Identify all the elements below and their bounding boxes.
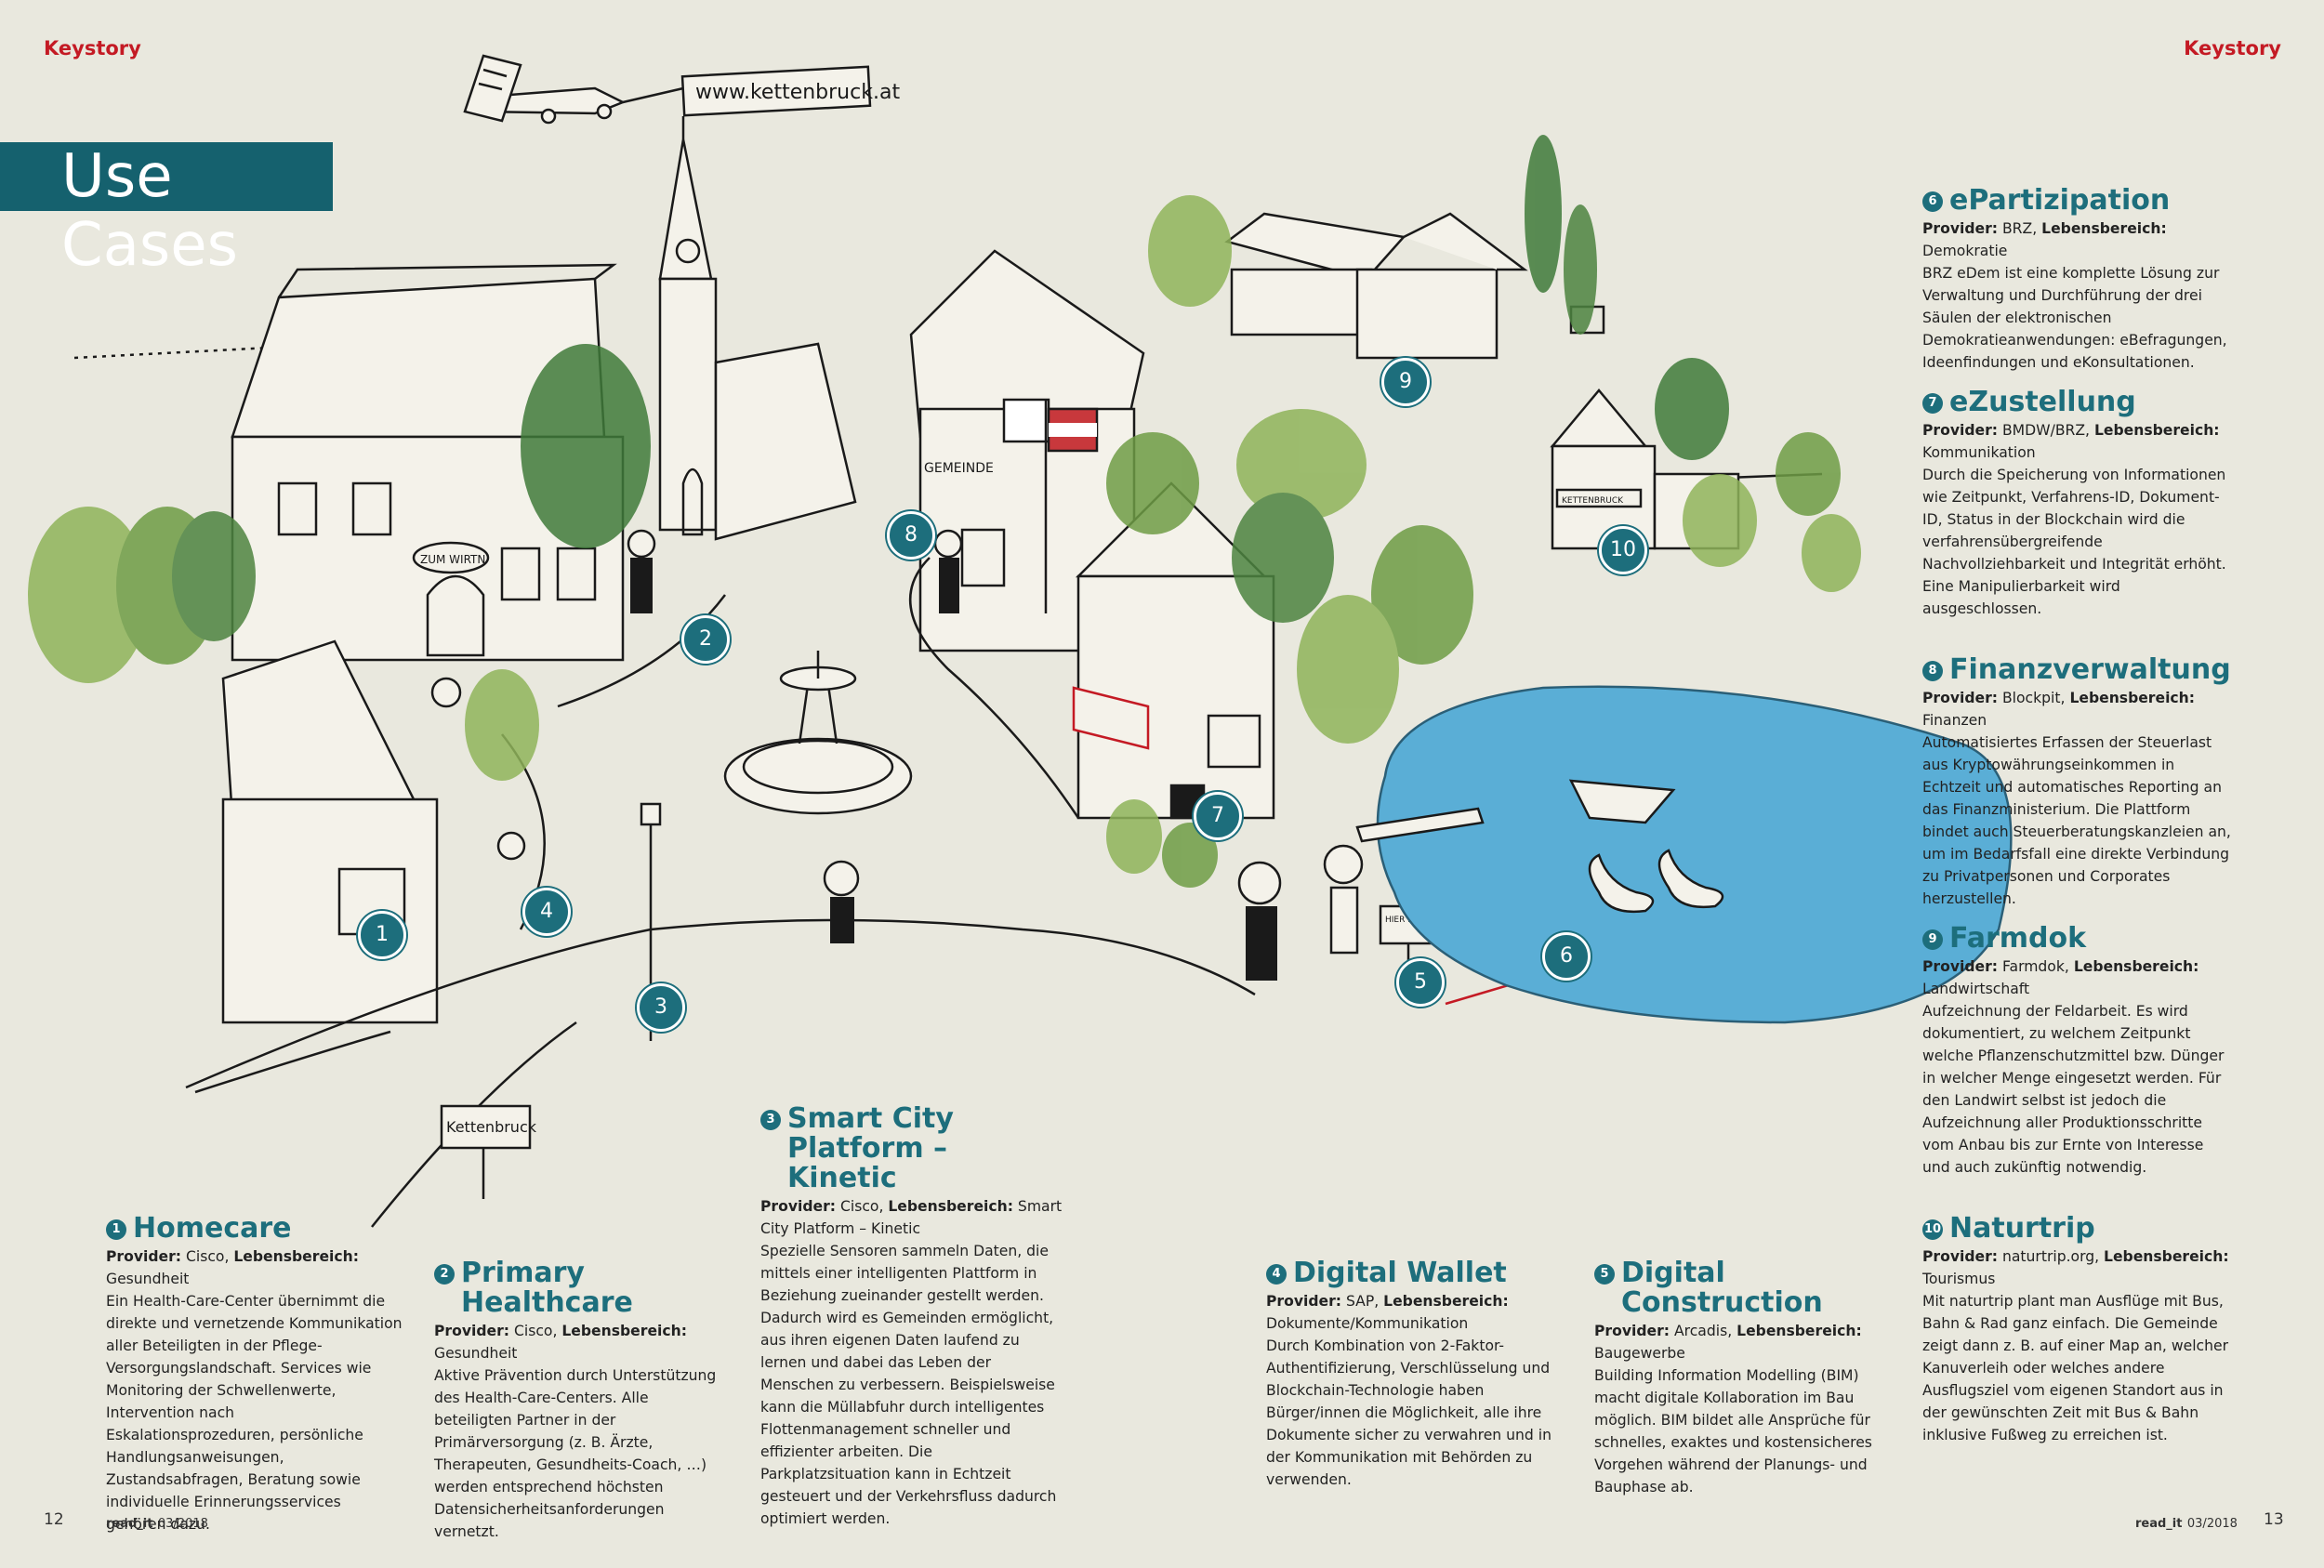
map-pin-5[interactable]: 5 bbox=[1396, 958, 1445, 1007]
use-case-title: Primary Healthcare bbox=[461, 1257, 633, 1319]
use-case-title: Digital Construction bbox=[1621, 1257, 1823, 1319]
use-case-body: BRZ eDem ist eine komplette Lösung zur V… bbox=[1922, 265, 2227, 371]
lake bbox=[1376, 685, 2013, 1024]
church bbox=[658, 116, 857, 541]
map-pin-8[interactable]: 8 bbox=[887, 511, 935, 560]
use-case-body: Durch Kombination von 2-Faktor-Authentif… bbox=[1266, 1337, 1552, 1488]
use-case-body: Building Information Modelling (BIM) mac… bbox=[1594, 1367, 1872, 1496]
use-case-body: Spezielle Sensoren sammeln Daten, die mi… bbox=[760, 1243, 1057, 1527]
barn bbox=[1224, 212, 1605, 360]
airplane-icon bbox=[463, 54, 872, 125]
use-case-title: Homecare bbox=[133, 1212, 292, 1245]
jetty bbox=[1355, 807, 1485, 843]
use-case-body: Durch die Speicherung von Informationen … bbox=[1922, 467, 2226, 617]
map-pin-4[interactable]: 4 bbox=[522, 888, 571, 936]
use-case-number: 9 bbox=[1922, 929, 1943, 950]
map-pin-3[interactable]: 3 bbox=[637, 983, 685, 1032]
page-number-left: 12 bbox=[44, 1510, 64, 1529]
use-case-title: Digital Wallet bbox=[1293, 1257, 1507, 1289]
use-case-title: Finanzverwaltung bbox=[1949, 653, 2231, 686]
use-case-number: 7 bbox=[1922, 393, 1943, 414]
fountain bbox=[723, 651, 913, 815]
map-pin-10[interactable]: 10 bbox=[1599, 526, 1647, 574]
map-pin-7[interactable]: 7 bbox=[1194, 792, 1242, 840]
kettenbruck-sign bbox=[440, 1104, 532, 1199]
map-pin-9[interactable]: 9 bbox=[1381, 358, 1430, 406]
use-case-body: Aufzeichnung der Feldarbeit. Es wird dok… bbox=[1922, 1003, 2225, 1176]
kettenbruck-sign-text: Kettenbruck bbox=[446, 1118, 537, 1136]
map-pin-2[interactable]: 2 bbox=[681, 615, 730, 664]
map-pin-1[interactable]: 1 bbox=[358, 911, 406, 959]
page-number-right: 13 bbox=[2264, 1510, 2284, 1529]
trees bbox=[28, 135, 1861, 888]
use-case-number: 1 bbox=[106, 1219, 126, 1240]
swan-icon bbox=[1588, 853, 1655, 914]
swan-icon bbox=[1657, 849, 1724, 909]
section-label-right: Keystory bbox=[2184, 37, 2281, 59]
gemeinde-sign-text: GEMEINDE bbox=[924, 461, 994, 476]
use-case-number: 4 bbox=[1266, 1264, 1287, 1285]
banner-text: www.kettenbruck.at bbox=[695, 81, 900, 104]
boat-icon bbox=[1568, 779, 1676, 824]
use-case-number: 10 bbox=[1922, 1219, 1943, 1240]
inn-sign-text: ZUM WIRTN bbox=[420, 553, 485, 566]
inn-house bbox=[231, 263, 625, 662]
page-title: Use Cases bbox=[0, 142, 333, 280]
use-case-body: Ein Health-Care-Center übernimmt die dir… bbox=[106, 1293, 403, 1533]
map-pin-6[interactable]: 6 bbox=[1542, 932, 1591, 981]
footer-brand-right: read_it 03/2018 bbox=[2135, 1517, 2238, 1531]
use-case-body: Mit naturtrip plant man Ausflüge mit Bus… bbox=[1922, 1293, 2228, 1443]
station-sign-text: KETTENBRUCK bbox=[1562, 496, 1624, 506]
use-case-number: 3 bbox=[760, 1110, 781, 1130]
use-case-title: ePartizipation bbox=[1949, 184, 2171, 217]
use-case-body: Automatisiertes Erfassen der Steuerlast … bbox=[1922, 734, 2231, 907]
use-case-title: Naturtrip bbox=[1949, 1212, 2095, 1245]
people bbox=[430, 529, 1364, 981]
use-case-body: Aktive Prävention durch Unterstützung de… bbox=[434, 1367, 717, 1540]
use-case-number: 2 bbox=[434, 1264, 455, 1285]
use-case-title: eZustellung bbox=[1949, 386, 2136, 418]
use-case-title: Smart City Platform – Kinetic bbox=[787, 1102, 954, 1194]
footer-brand-left: read_it 03/2018 bbox=[106, 1517, 208, 1531]
use-case-number: 5 bbox=[1594, 1264, 1615, 1285]
use-case-title: Farmdok bbox=[1949, 922, 2087, 955]
section-label-left: Keystory bbox=[44, 37, 141, 59]
use-case-number: 8 bbox=[1922, 661, 1943, 681]
homecare-house bbox=[221, 639, 439, 1024]
use-case-number: 6 bbox=[1922, 191, 1943, 212]
